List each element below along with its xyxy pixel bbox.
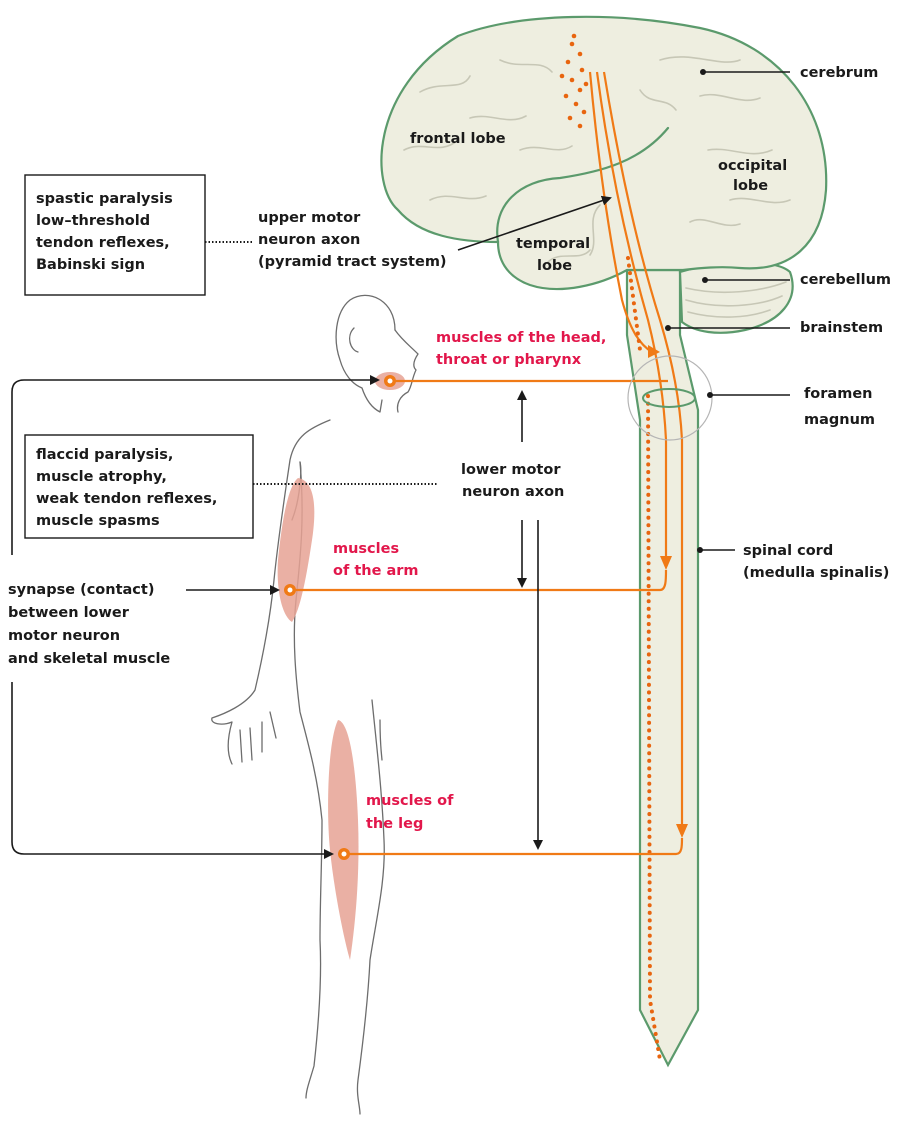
upper-box-line-2: low–threshold <box>36 213 150 229</box>
label-occipital-lobe-1: occipital <box>718 158 787 174</box>
label-head-muscles-1: muscles of the head, <box>436 330 606 346</box>
lower-box-line-2: muscle atrophy, <box>36 469 167 485</box>
label-leg-muscles-1: muscles of <box>366 793 454 809</box>
label-lower-motor-1: lower motor <box>461 462 561 478</box>
label-leg-muscles-2: the leg <box>366 816 423 832</box>
leg-muscle <box>328 720 358 960</box>
label-synapse-4: and skeletal muscle <box>8 651 170 667</box>
label-spinal-cord-1: spinal cord <box>743 543 833 559</box>
synapse-line-leg <box>12 682 332 854</box>
label-arm-muscles-1: muscles <box>333 541 399 557</box>
lower-box-line-3: weak tendon reflexes, <box>36 491 217 507</box>
upper-box-line-3: tendon reflexes, <box>36 235 170 251</box>
label-synapse-1: synapse (contact) <box>8 582 154 598</box>
lower-box-line-4: muscle spasms <box>36 513 160 529</box>
dot-cerebellum <box>702 277 708 283</box>
label-occipital-lobe-2: lobe <box>733 178 768 194</box>
label-spinal-cord-2: (medulla spinalis) <box>743 565 889 581</box>
label-frontal-lobe: frontal lobe <box>410 131 506 147</box>
label-synapse-2: between lower <box>8 605 130 621</box>
lower-box-line-1: flaccid paralysis, <box>36 447 173 463</box>
label-lower-motor-2: neuron axon <box>462 484 564 500</box>
dot-brainstem <box>665 325 671 331</box>
label-temporal-lobe-1: temporal <box>516 236 590 252</box>
label-cerebellum: cerebellum <box>800 272 891 288</box>
synapse-arm-core <box>288 588 293 593</box>
label-arm-muscles-2: of the arm <box>333 563 419 579</box>
dot-cerebrum <box>700 69 706 75</box>
label-foramen-2: magnum <box>804 412 875 428</box>
upper-box-line-1: spastic paralysis <box>36 191 173 207</box>
synapse-leg-core <box>342 852 347 857</box>
label-brainstem: brainstem <box>800 320 883 336</box>
upper-box-line-4: Babinski sign <box>36 257 145 273</box>
label-foramen-1: foramen <box>804 386 872 402</box>
label-upper-motor-3: (pyramid tract system) <box>258 254 447 270</box>
label-temporal-lobe-2: lobe <box>537 258 572 274</box>
label-upper-motor-2: neuron axon <box>258 232 360 248</box>
dot-foramen <box>707 392 713 398</box>
lower-neuron-leg <box>344 838 682 854</box>
label-head-muscles-2: throat or pharynx <box>436 352 582 368</box>
synapse-head-core <box>388 379 393 384</box>
arm-muscle <box>278 478 315 622</box>
human-body-outline <box>212 295 418 1114</box>
dot-spinal-cord <box>697 547 703 553</box>
label-upper-motor-1: upper motor <box>258 210 361 226</box>
label-cerebrum: cerebrum <box>800 65 878 81</box>
cerebellum <box>680 262 793 333</box>
label-synapse-3: motor neuron <box>8 628 120 644</box>
